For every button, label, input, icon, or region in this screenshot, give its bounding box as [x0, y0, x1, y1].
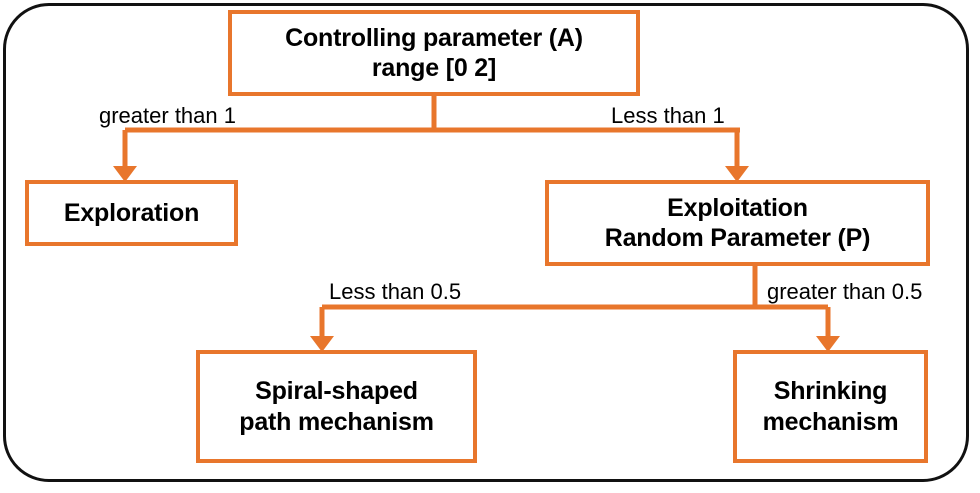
node-controlling-parameter-label: Controlling parameter (A) range [0 2]: [285, 23, 583, 83]
node-spiral-shaped-path-mechanism[interactable]: Spiral-shaped path mechanism: [196, 350, 477, 463]
edge-label-greater-than-05: greater than 0.5: [767, 279, 923, 304]
node-shrinking-mechanism-label: Shrinking mechanism: [762, 377, 899, 436]
outer-rounded-frame: [3, 3, 969, 482]
node-exploration[interactable]: Exploration: [25, 180, 238, 246]
edge-label-less-than-1: Less than 1: [611, 103, 725, 128]
edge-label-less-than-05: Less than 0.5: [329, 279, 462, 304]
node-spiral-shaped-path-mechanism-label: Spiral-shaped path mechanism: [239, 377, 434, 436]
node-controlling-parameter[interactable]: Controlling parameter (A) range [0 2]: [228, 10, 640, 96]
node-exploration-label: Exploration: [63, 198, 200, 227]
node-exploitation-label: Exploitation Random Parameter (P): [604, 193, 871, 253]
node-shrinking-mechanism[interactable]: Shrinking mechanism: [733, 350, 928, 463]
edge-label-greater-than-1: greater than 1: [99, 103, 236, 128]
node-exploitation[interactable]: Exploitation Random Parameter (P): [545, 180, 930, 266]
